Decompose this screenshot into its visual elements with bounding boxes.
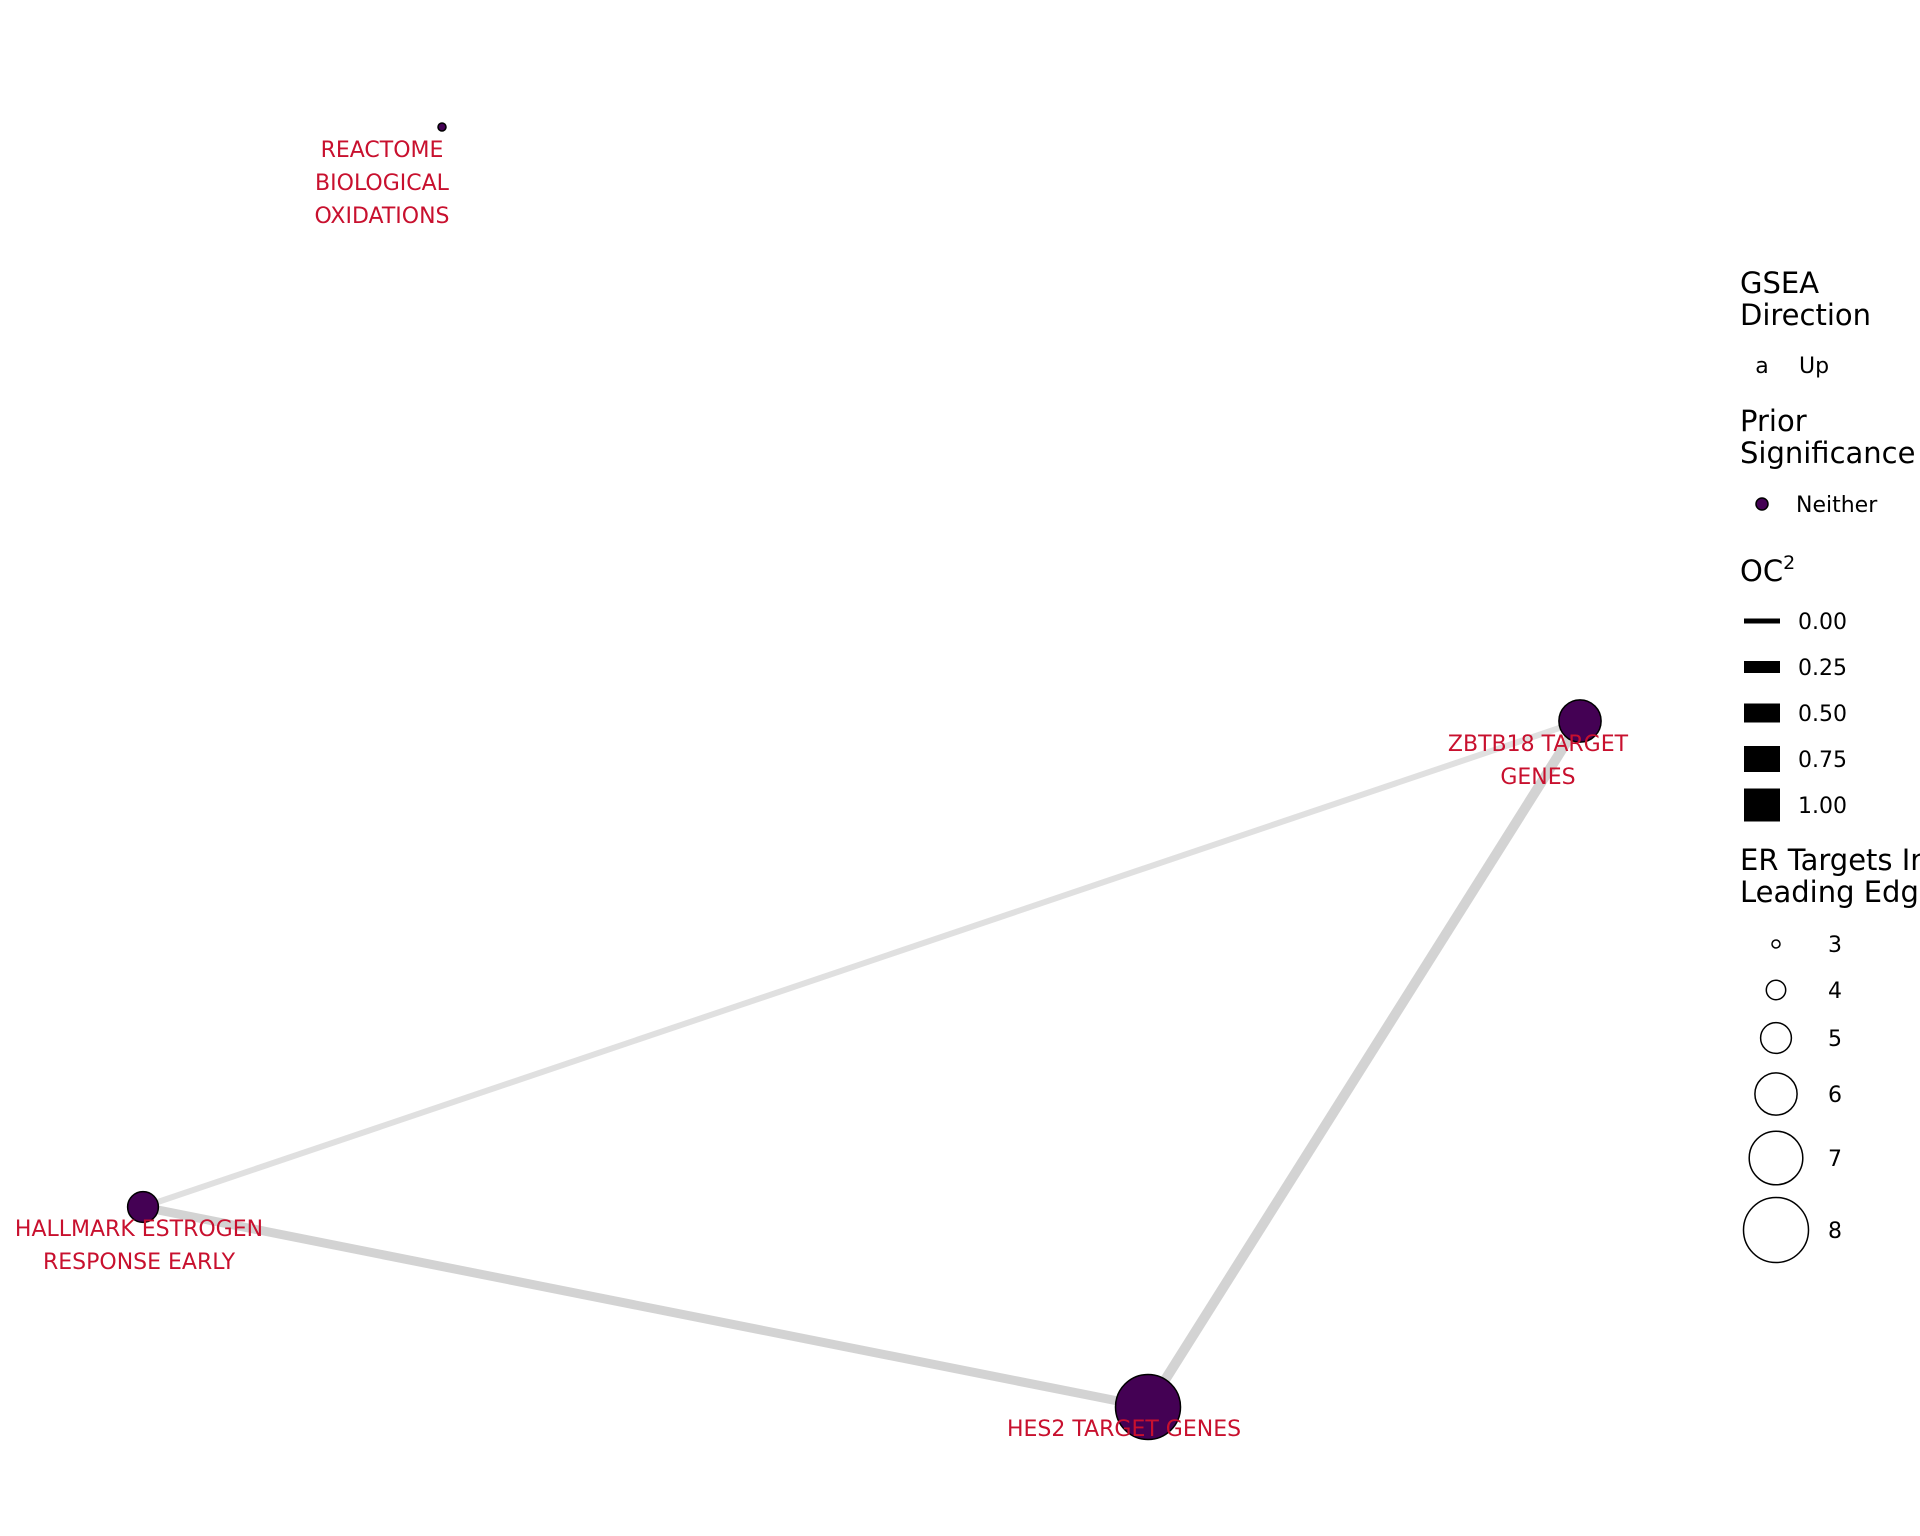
legend-oc2-key-1: [1744, 661, 1780, 673]
legend-oc2-label-4: 1.00: [1798, 794, 1847, 819]
node-label-line: GENES: [1500, 765, 1575, 790]
legend-er-label-1: 4: [1828, 979, 1842, 1004]
legend-gsea-title-line-1: GSEA: [1740, 266, 1819, 300]
legend-er-title-line-2: Leading Edge: [1740, 875, 1920, 909]
node-label-line: RESPONSE EARLY: [43, 1250, 236, 1275]
legend-gsea-key-symbol: a: [1755, 354, 1768, 379]
legend-oc2-items: 0.00 0.25 0.50 0.75 1.00: [1744, 610, 1847, 822]
legend-gsea-up-label: Up: [1799, 354, 1829, 379]
legend-oc2-label-2: 0.50: [1798, 702, 1847, 727]
legend-oc2-key-3: [1744, 746, 1780, 772]
edge-zbtb18-hes2: [1143, 718, 1585, 1410]
legend-er-key-5: [1742, 1196, 1810, 1264]
legend-oc2-label-0: 0.00: [1798, 610, 1847, 635]
legend-er-targets: ER Targets In Leading Edge 3 4 5 6 7 8: [1740, 843, 1920, 1264]
legend-oc2-label-3: 0.75: [1798, 748, 1847, 773]
legend-gsea-direction: GSEA Direction a Up: [1740, 266, 1871, 379]
node-label-line: HES2 TARGET GENES: [1007, 1417, 1241, 1442]
legend-er-label-4: 7: [1828, 1147, 1842, 1172]
legend-prior-significance: Prior Significance Neither: [1740, 404, 1915, 518]
legend-oc2: OC2 0.00 0.25 0.50 0.75 1.00: [1740, 552, 1847, 822]
legend-prior-title-line-1: Prior: [1740, 404, 1807, 438]
node-hes2: [1114, 1373, 1182, 1441]
legend-er-label-3: 6: [1828, 1083, 1842, 1108]
legend-er-key-3: [1754, 1072, 1798, 1116]
legend-gsea-title-line-2: Direction: [1740, 298, 1871, 332]
node-zbtb18: [1558, 699, 1602, 743]
legend-er-label-0: 3: [1828, 933, 1842, 958]
node-hallmark: [126, 1190, 160, 1224]
nodes-layer: [126, 122, 1602, 1441]
legend-prior-title-line-2: Significance: [1740, 436, 1915, 470]
edge-hallmark-zbtb18: [142, 718, 1581, 1210]
legend-oc2-key-4: [1744, 788, 1780, 822]
node-label-line: HALLMARK ESTROGEN: [15, 1217, 263, 1242]
node-label-hallmark: HALLMARK ESTROGEN RESPONSE EARLY: [15, 1217, 263, 1275]
legend-er-label-5: 8: [1828, 1219, 1842, 1244]
legend-er-label-2: 5: [1828, 1027, 1842, 1052]
node-label-line: ZBTB18 TARGET: [1448, 732, 1629, 757]
legend-er-key-0: [1771, 939, 1781, 949]
legend-er-key-2: [1759, 1021, 1793, 1055]
legend-oc2-key-0: [1744, 618, 1780, 624]
legend: GSEA Direction a Up Prior Significance N…: [1740, 266, 1920, 1264]
legend-er-key-1: [1765, 979, 1787, 1001]
legend-prior-neither-key: [1755, 497, 1769, 511]
node-label-line: BIOLOGICAL: [315, 171, 450, 196]
edge-hallmark-hes2: [142, 1202, 1149, 1412]
node-label-reactome: REACTOME BIOLOGICAL OXIDATIONS: [314, 138, 449, 229]
node-label-hes2: HES2 TARGET GENES: [1007, 1417, 1241, 1442]
legend-er-title-line-1: ER Targets In: [1740, 843, 1920, 877]
legend-er-key-4: [1748, 1130, 1804, 1186]
legend-prior-neither-label: Neither: [1796, 493, 1878, 518]
node-label-line: OXIDATIONS: [314, 204, 449, 229]
node-label-line: REACTOME: [321, 138, 444, 163]
legend-oc2-title: OC2: [1740, 552, 1795, 588]
legend-oc2-key-2: [1744, 703, 1780, 723]
node-reactome: [437, 122, 447, 132]
node-label-zbtb18: ZBTB18 TARGET GENES: [1448, 732, 1629, 790]
edges-layer: [142, 718, 1585, 1412]
legend-er-items: 3 4 5 6 7 8: [1742, 933, 1842, 1264]
legend-oc2-label-1: 0.25: [1798, 656, 1847, 681]
labels-layer: REACTOME BIOLOGICAL OXIDATIONS ZBTB18 TARGE…: [15, 138, 1629, 1442]
